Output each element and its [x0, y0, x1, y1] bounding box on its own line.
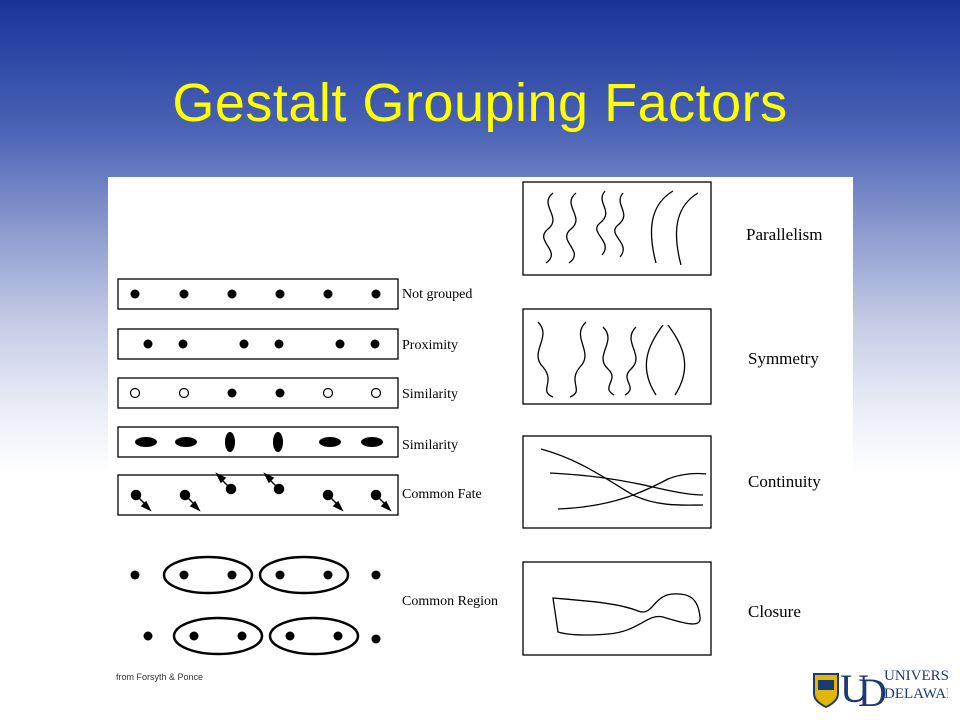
similarity-circle-dots: [129, 387, 382, 399]
similarity-ellipses-box: [117, 426, 399, 458]
slide-title: Gestalt Grouping Factors: [172, 73, 788, 133]
label-closure: Closure: [748, 602, 801, 621]
source-credit: from Forsyth & Ponce: [116, 672, 204, 682]
not-grouped-box: [117, 278, 399, 310]
logo-line1: UNIVERSITY OF: [884, 668, 948, 684]
common-fate-box: [117, 474, 399, 516]
proximity-box: [117, 328, 399, 360]
similarity-ellipse-dots: [135, 432, 383, 452]
closure-shape: [552, 593, 701, 636]
similarity-circles-box: [117, 377, 399, 409]
gestalt-figure: Not grouped Proximity Similarity Similar…: [108, 177, 853, 657]
symmetry-box: [522, 308, 712, 405]
parallelism-curves: [543, 190, 699, 266]
not-grouped-dots: [130, 289, 381, 299]
common-fate-dots: [130, 472, 392, 512]
proximity-dots: [143, 339, 380, 349]
parallelism-box: [522, 181, 712, 276]
shield-icon: [813, 673, 839, 709]
label-common-fate: Common Fate: [402, 487, 482, 502]
continuity-box: [522, 435, 712, 529]
logo-line2: DELAWARE: [884, 686, 948, 702]
label-proximity: Proximity: [402, 338, 458, 353]
continuity-curves: [540, 448, 707, 510]
label-similarity-2: Similarity: [402, 438, 458, 453]
university-of-delaware-logo: U D UNIVERSITY OF DELAWARE: [813, 666, 948, 710]
label-parallelism: Parallelism: [746, 225, 822, 244]
symmetry-curves: [537, 321, 686, 398]
svg-text:U: U: [840, 666, 869, 710]
gestalt-figure-svg: Not grouped Proximity Similarity Similar…: [117, 181, 822, 656]
label-similarity-1: Similarity: [402, 387, 458, 402]
label-common-region: Common Region: [402, 594, 498, 609]
common-region-group: [130, 555, 381, 656]
label-symmetry: Symmetry: [748, 349, 819, 368]
svg-text:D: D: [858, 670, 887, 710]
closure-box: [522, 561, 712, 656]
label-continuity: Continuity: [748, 472, 821, 491]
label-not-grouped: Not grouped: [402, 287, 472, 302]
